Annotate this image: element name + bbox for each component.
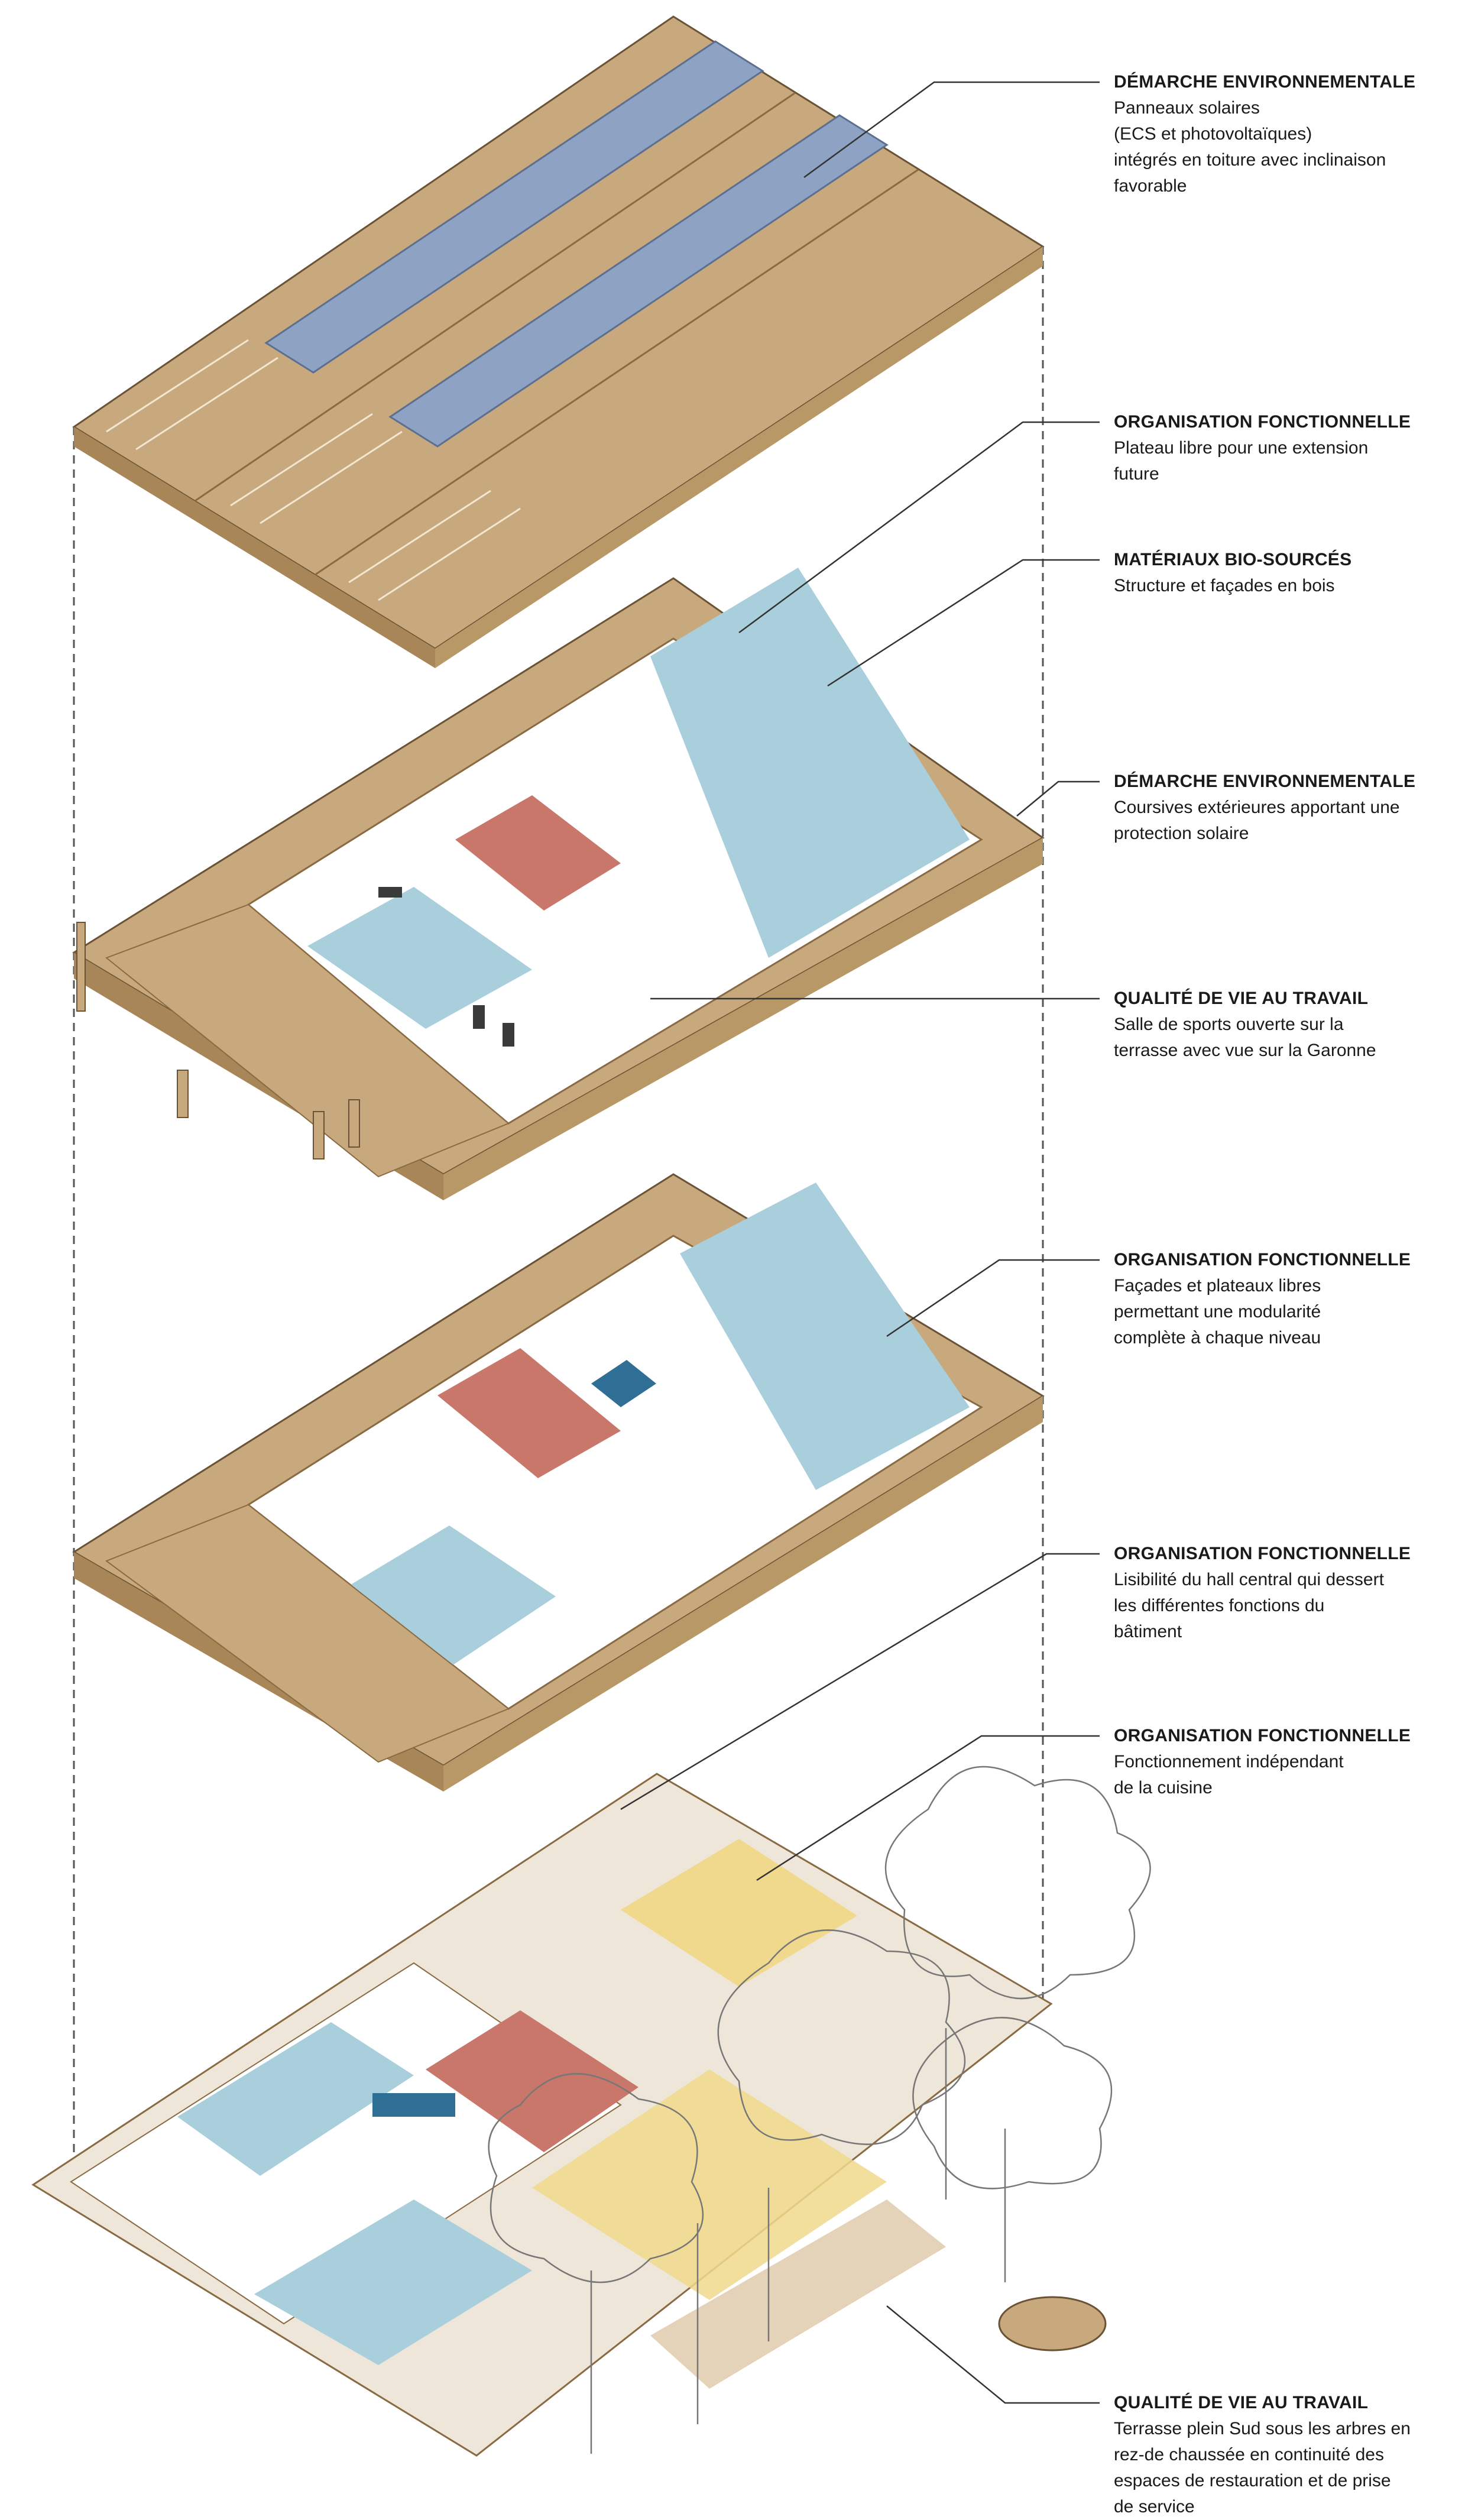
annotation-hall: ORGANISATION FONCTIONNELLE Lisibilité du… bbox=[1114, 1541, 1469, 1645]
annotation-text: Lisibilité du hall central qui dessert l… bbox=[1114, 1570, 1384, 1641]
terrace bbox=[105, 903, 510, 1178]
office-area bbox=[177, 2022, 414, 2176]
annotation-title: ORGANISATION FONCTIONNELLE bbox=[1114, 1726, 1411, 1745]
annotation-kitchen: ORGANISATION FONCTIONNELLE Fonctionnemen… bbox=[1114, 1723, 1469, 1801]
restaurant-area bbox=[532, 2069, 887, 2300]
ground-floor-level bbox=[31, 1766, 1151, 2457]
annotation-title: MATÉRIAUX BIO-SOURCÉS bbox=[1114, 550, 1352, 569]
round-deck bbox=[998, 2296, 1107, 2351]
annotation-text: Coursives extérieures apportant une prot… bbox=[1114, 798, 1400, 843]
annotation-title: DÉMARCHE ENVIRONNEMENTALE bbox=[1114, 72, 1416, 92]
office-area bbox=[331, 1525, 556, 1667]
annotation-text: Structure et façades en bois bbox=[1114, 576, 1335, 595]
annotation-text: Salle de sports ouverte sur la terrasse … bbox=[1114, 1015, 1376, 1060]
annotation-materials: MATÉRIAUX BIO-SOURCÉS Structure et façad… bbox=[1114, 547, 1469, 599]
lounge-area bbox=[254, 2200, 532, 2365]
annotation-title: QUALITÉ DE VIE AU TRAVAIL bbox=[1114, 989, 1369, 1008]
annotation-title: QUALITÉ DE VIE AU TRAVAIL bbox=[1114, 2393, 1369, 2412]
annotation-extension: ORGANISATION FONCTIONNELLE Plateau libre… bbox=[1114, 409, 1469, 487]
annotation-title: DÉMARCHE ENVIRONNEMENTALE bbox=[1114, 772, 1416, 791]
annotation-title: ORGANISATION FONCTIONNELLE bbox=[1114, 412, 1411, 432]
gym-area bbox=[307, 887, 532, 1029]
ground-terrace bbox=[650, 2200, 946, 2389]
annotation-text: Terrasse plein Sud sous les arbres en re… bbox=[1114, 2419, 1411, 2516]
first-floor-level bbox=[72, 1173, 1045, 1792]
open-office-area bbox=[650, 568, 970, 958]
solar-panel-array bbox=[388, 114, 889, 448]
annotation-title: ORGANISATION FONCTIONNELLE bbox=[1114, 1250, 1411, 1269]
annotation-title: ORGANISATION FONCTIONNELLE bbox=[1114, 1544, 1411, 1563]
central-hall bbox=[437, 1348, 621, 1478]
upper-floor-level bbox=[72, 568, 1045, 1200]
alignment-lines bbox=[73, 247, 1044, 2185]
annotation-gym: QUALITÉ DE VIE AU TRAVAIL Salle de sport… bbox=[1114, 986, 1469, 1064]
annotation-modularity: ORGANISATION FONCTIONNELLE Façades et pl… bbox=[1114, 1247, 1469, 1351]
annotation-coursives: DÉMARCHE ENVIRONNEMENTALE Coursives exté… bbox=[1114, 769, 1469, 847]
central-hall bbox=[455, 795, 621, 911]
roof-level bbox=[72, 15, 1045, 668]
annotation-terrace: QUALITÉ DE VIE AU TRAVAIL Terrasse plein… bbox=[1114, 2390, 1469, 2520]
central-hall bbox=[426, 2010, 638, 2152]
annotation-text: Panneaux solaires (ECS et photovoltaïque… bbox=[1114, 98, 1386, 196]
annotation-text: Façades et plateaux libres permettant un… bbox=[1114, 1276, 1321, 1348]
trees bbox=[488, 1766, 1151, 2454]
leader-lines bbox=[620, 81, 1100, 2404]
open-office-area bbox=[680, 1183, 970, 1490]
annotation-text: Plateau libre pour une extension future bbox=[1114, 438, 1369, 484]
solar-panel-array bbox=[264, 40, 764, 374]
annotation-text: Fonctionnement indépendant de la cuisine bbox=[1114, 1752, 1344, 1797]
annotation-roof-solar: DÉMARCHE ENVIRONNEMENTALE Panneaux solai… bbox=[1114, 69, 1469, 199]
terrace bbox=[105, 1504, 510, 1763]
kitchen-area bbox=[621, 1839, 857, 1987]
